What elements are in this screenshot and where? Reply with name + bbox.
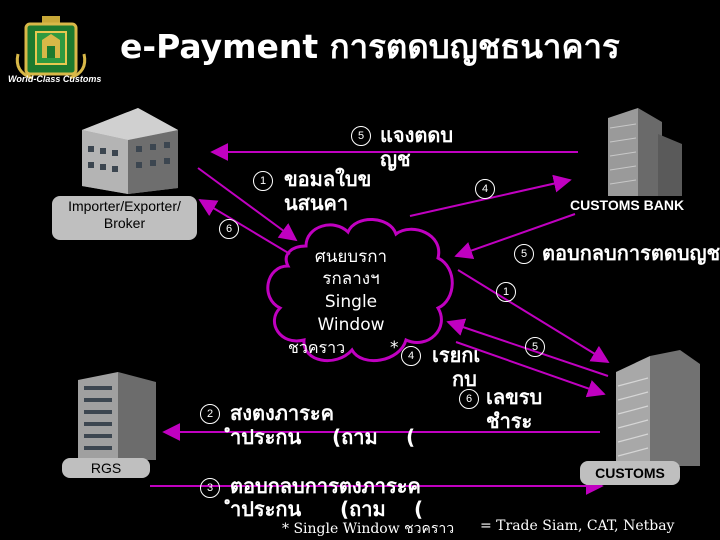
arrow-cloud-to-customs	[457, 269, 610, 363]
arrow-bank-to-cloud	[454, 213, 576, 260]
step-2-number: 2	[200, 404, 220, 424]
step-1-line-1: ขอมลใบข	[284, 167, 372, 191]
step-5-right-label: ตอบกลบการตดบญช	[542, 241, 720, 265]
cloud-star: *	[390, 338, 399, 358]
step-3-number: 3	[200, 478, 220, 498]
logo-text: World-Class Customs	[8, 74, 102, 84]
step-5-right-number: 5	[514, 244, 534, 264]
customs-bank-building-icon	[608, 108, 682, 196]
step-3-paren: (ถาม	[340, 497, 386, 521]
step-6-mid-line-2: ชำระ	[486, 409, 533, 433]
step-2-line-1: สงตงภาระค	[230, 401, 335, 425]
arrow-cloud-to-customs-6	[455, 341, 606, 398]
rgs-label: RGS	[62, 458, 150, 478]
step-3-line-2: ำประกน	[230, 497, 302, 521]
step-6-mid-number: 6	[459, 389, 479, 409]
customs-bank-label: CUSTOMS BANK	[570, 197, 685, 213]
step-5-top-line-2: ญช	[380, 147, 411, 171]
step-5-low-number: 5	[525, 337, 545, 357]
step-1-number: 1	[253, 171, 273, 191]
customs-building-icon	[616, 350, 700, 466]
single-window-cloud-shape	[266, 218, 454, 363]
customs-label-text: CUSTOMS	[595, 465, 665, 481]
cloud-line-4: Window	[317, 315, 385, 335]
page-title: e-Payment การตดบญชธนาคาร	[120, 27, 620, 66]
step-1-line-2: นสนคา	[284, 191, 349, 215]
step-3-line-1: ตอบกลบการตงภาระค	[230, 474, 421, 498]
arrow-cloud-to-importer	[198, 199, 291, 255]
footnote-left: * Single Window ชวคราว	[282, 521, 455, 537]
importer-label: Importer/Exporter/ Broker	[52, 196, 197, 240]
arrow-importer-to-cloud	[197, 167, 298, 242]
step-4-mid-number: 4	[401, 346, 421, 366]
step-4-mid-line-2: กบ	[452, 367, 477, 391]
cloud-line-3: Single	[324, 292, 378, 312]
cloud-line-5: ชวคราว	[288, 338, 346, 357]
step-2-paren-2: (	[406, 425, 416, 449]
step-5-top-number: 5	[351, 126, 371, 146]
step-2-line-2: ำประกน	[230, 425, 302, 449]
footnote-right: = Trade Siam, CAT, Netbay	[480, 518, 675, 534]
step-3-paren-2: (	[414, 497, 424, 521]
arrow-cloud-to-bank	[409, 174, 572, 217]
step-1-right-number: 1	[496, 282, 516, 302]
cloud-line-1: ศนยบรกา	[314, 247, 388, 267]
step-6-left-number: 6	[219, 219, 239, 239]
step-4-mid-line-1: เรยกเ	[432, 343, 481, 367]
customs-label: CUSTOMS	[580, 461, 680, 485]
step-6-mid-line-1: เลขรบ	[486, 385, 543, 409]
importer-building-icon	[82, 108, 178, 194]
rgs-building-icon	[78, 372, 156, 460]
step-4-top-number: 4	[475, 179, 495, 199]
step-2-paren: (ถาม	[332, 425, 378, 449]
customs-emblem-icon	[15, 16, 87, 80]
cloud-line-2: รกลางฯ	[322, 269, 380, 289]
step-5-top-line-1: แจงตดบ	[380, 123, 454, 147]
